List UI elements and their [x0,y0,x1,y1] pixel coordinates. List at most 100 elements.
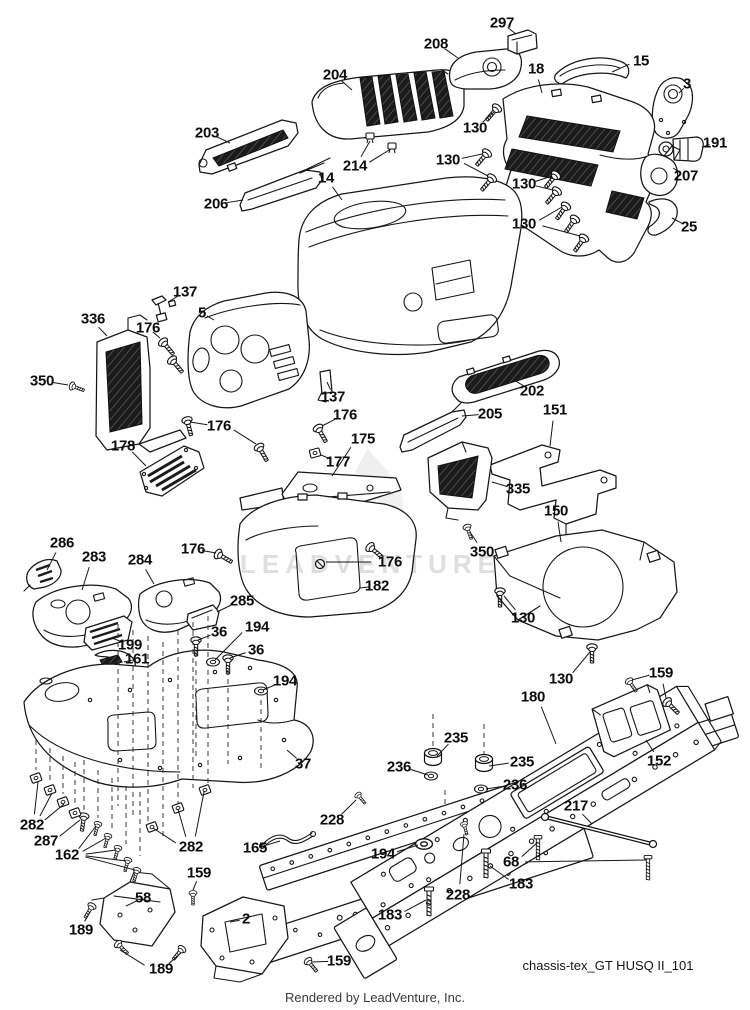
part-hood-scoop-204 [311,69,465,140]
part-grille-insert-202 [451,349,561,404]
part-bracket-207 [640,145,681,197]
callout-159: 159 [186,864,212,882]
callout-189: 189 [148,960,174,978]
callout-204: 204 [322,66,348,84]
callout-130: 130 [462,119,488,137]
callout-130: 130 [510,609,536,627]
callout-36: 36 [247,641,265,659]
callout-199: 199 [117,636,143,654]
callout-208: 208 [423,35,449,53]
callout-350: 350 [29,372,55,390]
leader-lines [33,27,710,966]
callout-175: 175 [350,430,376,448]
callout-206: 206 [203,195,229,213]
callout-25: 25 [680,218,698,236]
part-fender-panel-182 [237,492,417,618]
part-trim-strip-206 [239,157,331,212]
watermark-text: LEADVENTURE [240,549,502,579]
part-bracket-58 [91,871,176,947]
callout-191: 191 [702,134,728,152]
diagram-code: chassis-tex_GT HUSQ II_101 [522,958,694,973]
part-headlight-pod-208 [441,48,523,90]
callout-236: 236 [386,758,412,776]
callout-14: 14 [317,169,335,187]
callout-176: 176 [377,553,403,571]
part-bracket-152 [591,684,672,758]
callout-130: 130 [548,670,574,688]
callout-202: 202 [519,382,545,400]
callout-176: 176 [180,540,206,558]
callout-217: 217 [563,797,589,815]
callout-152: 152 [646,752,672,770]
callout-236: 236 [502,776,528,794]
part-grille-203 [198,119,299,175]
callout-176: 176 [332,406,358,424]
callout-235: 235 [509,753,535,771]
callout-207: 207 [673,167,699,185]
callout-182: 182 [364,577,390,595]
callout-130: 130 [511,215,537,233]
render-credit: Rendered by LeadVenture, Inc. [285,990,465,1005]
callout-282: 282 [178,838,204,856]
callout-183: 183 [377,906,403,924]
callout-18: 18 [527,60,545,78]
callout-180: 180 [520,688,546,706]
callout-286: 286 [49,534,75,552]
callout-58: 58 [134,889,152,907]
callout-176: 176 [206,417,232,435]
part-knob-191 [658,136,704,162]
part-deck-37 [23,649,314,788]
callout-350: 350 [469,543,495,561]
callout-137: 137 [172,283,198,301]
part-clip-137-top [151,295,177,323]
part-console-5 [187,291,310,409]
callout-282: 282 [19,816,45,834]
callout-194: 194 [272,672,298,690]
callout-161: 161 [124,650,150,668]
part-lens-297 [507,29,538,55]
callout-150: 150 [543,502,569,520]
callout-228: 228 [319,811,345,829]
part-fender-piece-286 [23,559,62,592]
part-vent-plate-178 [139,445,205,497]
callout-336: 336 [80,310,106,328]
callout-194: 194 [370,845,396,863]
callout-2: 2 [241,910,251,928]
callout-68: 68 [502,853,520,871]
callout-165: 165 [242,839,268,857]
callout-189: 189 [68,921,94,939]
part-fender-grille-assembly-18 [502,83,658,263]
callout-3: 3 [682,75,692,93]
callout-37: 37 [294,755,312,773]
callout-285: 285 [229,592,255,610]
part-cover-285 [186,604,220,631]
callout-130: 130 [435,151,461,169]
part-trim-15 [554,57,630,85]
part-wire-165 [258,830,317,850]
part-trim-25 [647,198,678,236]
callout-297: 297 [489,14,515,32]
part-bracket-2 [200,896,289,983]
callout-205: 205 [477,405,503,423]
callout-162: 162 [54,846,80,864]
callout-183: 183 [508,875,534,893]
callout-36: 36 [210,623,228,641]
part-side-panel-335 [427,441,493,521]
callout-15: 15 [632,52,650,70]
callout-130: 130 [511,175,537,193]
callout-5: 5 [197,304,207,322]
callout-176: 176 [135,319,161,337]
part-vent-panel-336 [95,314,187,453]
callout-335: 335 [505,480,531,498]
part-clip-137-right [317,369,333,403]
part-belt-guard-150 [493,529,678,641]
callout-228: 228 [445,886,471,904]
callout-177: 177 [325,453,351,471]
callout-283: 283 [81,548,107,566]
callout-194: 194 [244,618,270,636]
callout-203: 203 [194,124,220,142]
callout-137: 137 [320,388,346,406]
part-strip-205 [399,401,467,453]
